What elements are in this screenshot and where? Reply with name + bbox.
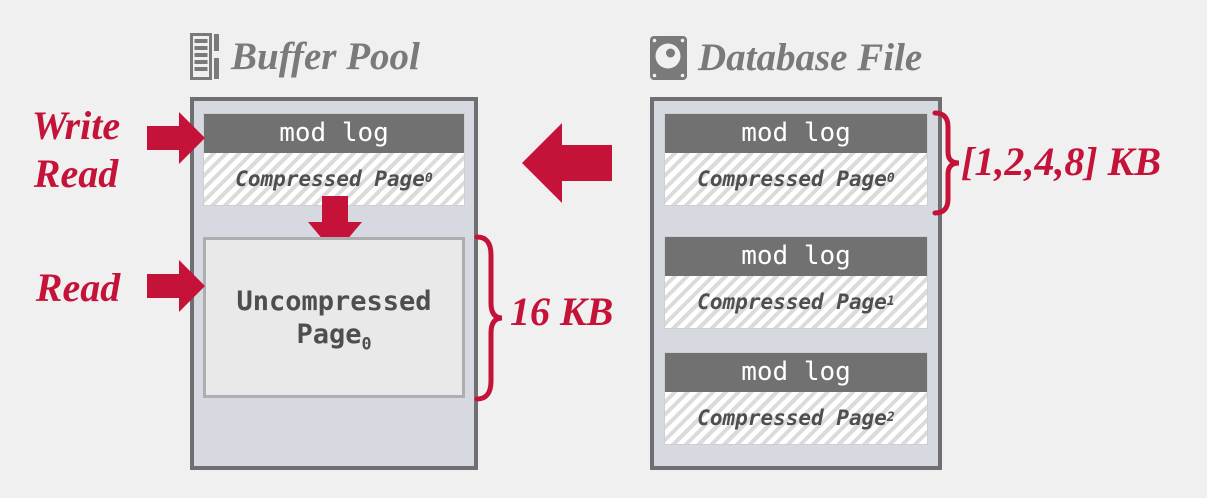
read-bottom-label: Read <box>35 265 121 310</box>
compressed-page-name: Compressed Page <box>697 406 887 430</box>
load-left-arrow-icon <box>522 123 612 203</box>
uncompressed-page-name: Page <box>296 318 362 350</box>
buffer-pool-title-text: Buffer Pool <box>231 34 420 78</box>
mod-log-header: mod log <box>665 114 927 153</box>
read-top-label: Read <box>33 151 119 196</box>
buffer-pool-title: Buffer Pool <box>190 33 420 80</box>
compressed-page-name: Compressed Page <box>235 167 425 191</box>
mod-log-header: mod log <box>665 237 927 276</box>
write-read-right-arrow-icon <box>147 112 205 164</box>
uncompressed-page-line2: Page0 <box>296 318 372 353</box>
compressed-size-label: [1,2,4,8] KB <box>961 139 1161 184</box>
brace-compressed-size-icon <box>932 110 960 216</box>
compressed-page-name: Compressed Page <box>697 167 887 191</box>
read-right-arrow-icon <box>147 260 205 312</box>
uncompressed-size-label: 16 KB <box>510 289 614 334</box>
decompress-down-arrow-icon <box>308 196 362 254</box>
memory-icon <box>190 33 219 80</box>
brace-16kb-icon <box>474 234 503 402</box>
write-label: Write <box>31 103 121 148</box>
database-file-title: Database File <box>650 35 922 81</box>
hdd-icon <box>650 36 687 80</box>
uncompressed-page-box: Uncompressed Page0 <box>203 237 465 398</box>
uncompressed-page-line1: Uncompressed <box>236 285 432 317</box>
write-read-label: Write Read <box>5 102 147 198</box>
mod-log-header: mod log <box>665 353 927 392</box>
uncompressed-page-subscript: 0 <box>361 332 372 353</box>
mod-log-header: mod log <box>204 114 464 153</box>
compressed-page-name: Compressed Page <box>697 290 887 314</box>
database-file-title-text: Database File <box>698 36 923 79</box>
